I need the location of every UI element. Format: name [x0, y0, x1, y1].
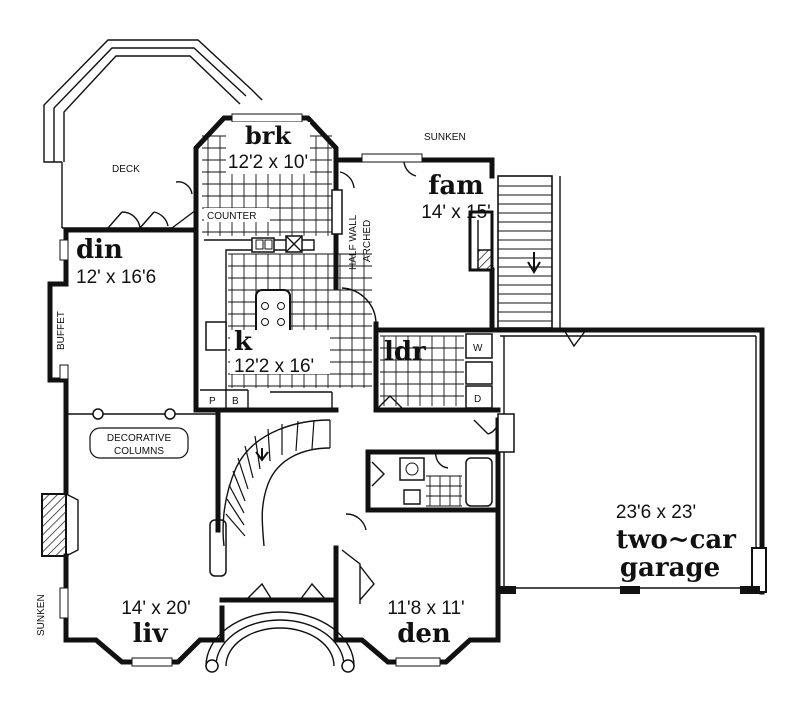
k-room-dims: 12'2 x 16' [234, 356, 314, 377]
decorative-label: DECORATIVE [107, 433, 172, 444]
grid-line [295, 420, 299, 452]
curved-staircase [209, 419, 331, 577]
liv-room-dims: 14' x 20' [121, 598, 191, 619]
brk-room-dims: 12'2 x 10' [228, 152, 308, 173]
liv-room-name: liv [133, 619, 169, 649]
garage-name-line1: two~car [616, 525, 736, 555]
grid-line [226, 498, 245, 526]
arched-label: ARCHED [362, 220, 373, 262]
grid-line [237, 457, 249, 490]
din-room-name: din [76, 235, 123, 265]
interior-walls [66, 157, 515, 611]
washer-label: W [473, 343, 483, 354]
columns-label: COLUMNS [114, 446, 164, 457]
fam-room-name: fam [428, 171, 484, 201]
dryer-label: D [474, 394, 481, 405]
deck [43, 39, 263, 229]
windows [59, 113, 441, 667]
grid-line [225, 513, 246, 537]
sunken-label-left: SUNKEN [36, 594, 47, 636]
garage-name-line2: garage [620, 553, 720, 583]
broom-label: B [232, 396, 239, 407]
grid-line [228, 484, 245, 514]
family-room-stairs [497, 175, 561, 330]
buffet-label: BUFFET [56, 311, 67, 350]
sunken-label-top: SUNKEN [424, 132, 466, 143]
k-room-name: k [234, 327, 253, 357]
front-porch-steps [205, 611, 355, 673]
grid-line [311, 419, 315, 450]
brk-room-name: brk [245, 121, 292, 150]
din-room-dims: 12' x 16'6 [76, 267, 156, 288]
counter-label: COUNTER [207, 211, 256, 222]
garage-dims: 23'6 x 23' [616, 502, 696, 523]
grid-line [232, 470, 246, 502]
grid-line [244, 445, 254, 479]
labels: brk 12'2 x 10' fam 14' x 15' din 12' x 1… [36, 121, 736, 649]
ldr-room-name: ldr [384, 337, 426, 367]
half-wall-label: HALF WALL [348, 214, 359, 270]
den-room-name: den [397, 619, 451, 649]
den-room-dims: 11'8 x 11' [387, 598, 464, 619]
pantry-label: P [209, 396, 216, 407]
fam-room-dims: 14' x 15' [421, 202, 491, 223]
grid-line [267, 428, 271, 462]
deck-label: DECK [112, 164, 140, 175]
